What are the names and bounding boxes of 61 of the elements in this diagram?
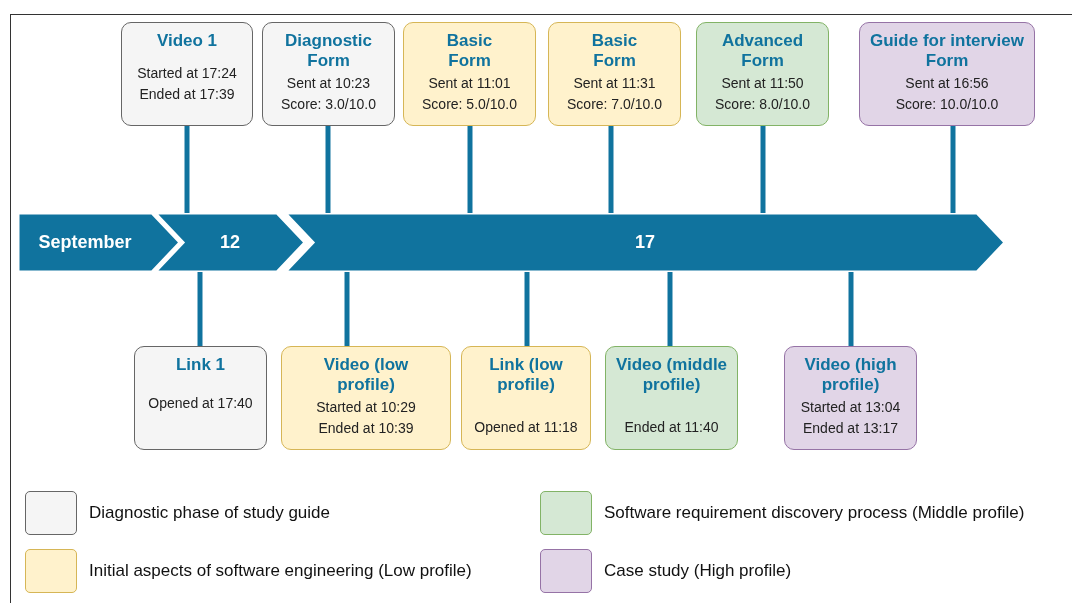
event-card xyxy=(262,22,395,126)
timeline-band-segment xyxy=(155,213,305,272)
connector-line xyxy=(467,126,473,213)
event-detail: Score: 10.0/10.0 xyxy=(895,95,999,114)
event-card xyxy=(859,22,1035,126)
legend-label: Initial aspects of software engineering (Low profile) xyxy=(89,561,472,581)
event-title: Basic Form xyxy=(445,31,494,71)
event-card xyxy=(784,346,917,450)
month-label: September xyxy=(38,231,132,253)
connector-line xyxy=(524,272,530,346)
event-detail: Started at 13:04 xyxy=(800,398,901,417)
event-card xyxy=(696,22,829,126)
event-title: Video 1 xyxy=(156,31,218,51)
event-detail: Sent at 11:50 xyxy=(721,74,804,93)
event-detail: Sent at 11:31 xyxy=(573,74,656,93)
event-card xyxy=(134,346,267,450)
event-title: Link 1 xyxy=(175,355,226,375)
event-detail: Started at 10:29 xyxy=(316,398,416,417)
event-detail: Sent at 11:01 xyxy=(428,74,511,93)
legend-label: Diagnostic phase of study guide xyxy=(89,503,330,523)
event-card xyxy=(461,346,591,450)
connector-line xyxy=(184,126,190,213)
connector-line xyxy=(848,272,854,346)
event-detail: Started at 17:24 xyxy=(137,64,237,83)
event-detail: Sent at 16:56 xyxy=(905,74,989,93)
event-title: Diagnostic Form xyxy=(284,31,373,71)
connector-line xyxy=(344,272,350,346)
event-title: Guide for interview Form xyxy=(869,31,1025,71)
event-title: Link (low profile) xyxy=(488,355,564,395)
connector-line xyxy=(325,126,331,213)
event-card xyxy=(403,22,536,126)
event-detail: Score: 3.0/10.0 xyxy=(281,95,376,114)
timeline-band-segment xyxy=(18,213,180,272)
event-title: Video (high profile) xyxy=(803,355,898,395)
event-detail: Sent at 10:23 xyxy=(286,74,371,93)
event-card xyxy=(605,346,738,450)
connector-line xyxy=(667,272,673,346)
event-title: Basic Form xyxy=(590,31,639,71)
connector-line xyxy=(760,126,766,213)
event-title: Video (middle profile) xyxy=(614,355,729,395)
day-label: 17 xyxy=(635,231,655,253)
event-card xyxy=(548,22,681,126)
event-detail: Opened at 11:18 xyxy=(474,418,578,437)
event-detail: Ended at 13:17 xyxy=(803,419,898,438)
event-card xyxy=(121,22,253,126)
event-detail: Score: 7.0/10.0 xyxy=(567,95,662,114)
legend-label: Case study (High profile) xyxy=(604,561,792,581)
event-detail: Ended at 10:39 xyxy=(318,419,414,438)
connector-line xyxy=(608,126,614,213)
event-detail: Ended at 11:40 xyxy=(624,418,719,437)
day-label: 12 xyxy=(220,231,240,253)
connector-line xyxy=(950,126,956,213)
event-card xyxy=(281,346,451,450)
connector-line xyxy=(197,272,203,346)
event-detail: Score: 8.0/10.0 xyxy=(715,95,810,114)
event-detail: Ended at 17:39 xyxy=(139,85,235,104)
event-detail: Opened at 17:40 xyxy=(148,394,253,413)
legend-label: Software requirement discovery process (Middle profile) xyxy=(604,503,1025,523)
event-title: Advanced Form xyxy=(720,31,805,71)
event-detail: Score: 5.0/10.0 xyxy=(422,95,517,114)
event-title: Video (low profile) xyxy=(322,355,410,395)
